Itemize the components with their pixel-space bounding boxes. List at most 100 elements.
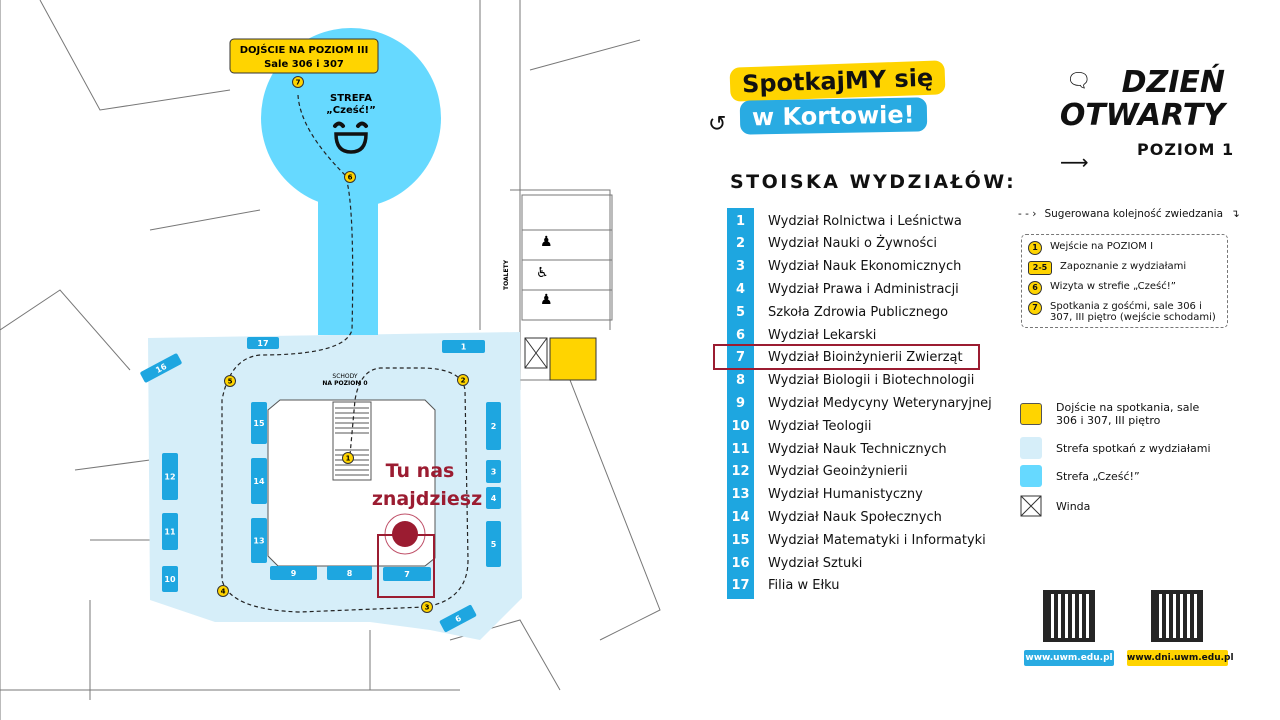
faculty-number: 3 [735, 259, 746, 275]
here-label2: znajdziesz [372, 488, 482, 510]
booth-number: 12 [164, 473, 175, 482]
slogan-badge-1: SpotkajMY się [729, 60, 946, 102]
booths: 17 1 16 15 14 13 12 11 10 9 8 7 2 3 4 5 6 [140, 337, 501, 632]
legend-item: Strefa spotkań z wydziałami [1020, 437, 1220, 459]
title-line2: OTWARTY [1059, 98, 1225, 133]
booth-13[interactable]: 13 [251, 518, 267, 563]
step-text: Zapoznanie z wydziałami [1060, 261, 1187, 272]
booth-number: 5 [491, 540, 497, 549]
faculty-name: Wydział Bioinżynierii Zwierząt [768, 350, 963, 366]
faculty-number: 9 [735, 395, 746, 411]
booth-9[interactable]: 9 [270, 566, 317, 580]
booth-number: 15 [253, 419, 265, 428]
qr-code-1[interactable] [1043, 590, 1095, 642]
booth-10[interactable]: 10 [162, 566, 178, 592]
faculty-name: Wydział Medycyny Weterynaryjnej [768, 395, 992, 411]
faculty-name: Wydział Lekarski [768, 327, 877, 343]
booth-2[interactable]: 2 [486, 402, 501, 450]
booth-5[interactable]: 5 [486, 521, 501, 567]
zone-label2: „Cześć!” [326, 104, 376, 116]
title-line1: DZIEŃ [1121, 65, 1225, 100]
curved-arrow-icon: ↺ [708, 112, 727, 137]
qr-code-2[interactable] [1151, 590, 1203, 642]
booth-number: 2 [491, 422, 497, 431]
step-text: Wizyta w strefie „Cześć!” [1050, 281, 1176, 292]
booth-number: 9 [291, 569, 297, 578]
route-label: Sugerowana kolejność zwiedzania [1044, 208, 1224, 220]
faculty-name: Wydział Teologii [768, 418, 872, 434]
person-icon: ♟ [540, 234, 553, 250]
url-link-2[interactable]: www.dni.uwm.edu.pl [1127, 650, 1234, 666]
faculty-list-item: 7 Wydział Bioinżynierii Zwierząt [727, 347, 963, 369]
faculty-name: Wydział Rolnictwa i Leśnictwa [768, 213, 962, 229]
yellow-stairs [549, 337, 597, 381]
booth-14[interactable]: 14 [251, 458, 267, 504]
faculty-number: 7 [735, 350, 746, 366]
booth-shape [327, 566, 372, 580]
route-marker [217, 585, 229, 597]
booth-7[interactable]: 7 [383, 567, 431, 581]
list-heading: STOISKA WYDZIAŁÓW: [730, 171, 1017, 193]
booth-8[interactable]: 8 [327, 566, 372, 580]
legend-text: Dojście na spotkania, sale 306 i 307, II… [1056, 401, 1200, 427]
route-marker-number: 7 [296, 79, 301, 87]
step-marker: 7 [1028, 301, 1042, 315]
faculty-name: Wydział Nauk Ekonomicznych [768, 259, 962, 275]
stairs [332, 401, 372, 481]
legend-swatch [1020, 437, 1042, 459]
faculty-number: 12 [731, 464, 750, 480]
faculty-number: 17 [731, 578, 750, 594]
legend-swatch [1020, 465, 1042, 487]
booth-12[interactable]: 12 [162, 453, 178, 500]
slogan-badge-2: w Kortowie! [739, 97, 927, 135]
route-marker [421, 601, 433, 613]
faculty-list-item: 17 Filia w Ełku [727, 575, 840, 597]
booth-shape [247, 337, 279, 349]
booth-4[interactable]: 4 [486, 487, 501, 509]
route-marker [457, 374, 469, 386]
faculty-number: 4 [735, 281, 746, 297]
booth-number: 3 [491, 468, 497, 477]
legend-text: Strefa spotkań z wydziałami [1056, 441, 1211, 455]
booth-6[interactable]: 6 [439, 604, 477, 632]
booth-number: 11 [164, 528, 176, 537]
booth-shape [251, 458, 267, 504]
booth-15[interactable]: 15 [251, 402, 267, 444]
route-marker-number: 5 [228, 378, 233, 386]
faculty-name: Wydział Sztuki [768, 555, 863, 571]
route-marker-number: 4 [221, 588, 226, 596]
booth-shape [162, 453, 178, 500]
booth-shape [442, 340, 485, 353]
booth-16[interactable]: 16 [140, 353, 183, 383]
booth-shape [251, 518, 267, 563]
legend-item: Winda [1020, 495, 1220, 517]
booth-shape [383, 567, 431, 581]
step-marker: 2-5 [1028, 261, 1052, 275]
faculty-name: Filia w Ełku [768, 578, 840, 594]
faculty-name: Wydział Nauki o Żywności [768, 236, 938, 252]
booth-3[interactable]: 3 [486, 460, 501, 483]
booth-17[interactable]: 17 [247, 337, 279, 349]
zone-label1: STREFA [330, 93, 372, 104]
booth-number: 8 [347, 569, 353, 578]
booth-shape [486, 460, 501, 483]
booth-11[interactable]: 11 [162, 513, 178, 550]
booth-number: 14 [253, 477, 265, 486]
url-link-1[interactable]: www.uwm.edu.pl [1024, 650, 1114, 666]
hello-zone-stem [318, 195, 378, 335]
booth-1[interactable]: 1 [442, 340, 485, 353]
route-legend-box [1021, 234, 1228, 328]
smiley-icon [333, 121, 368, 154]
legend-text: Winda [1056, 499, 1091, 513]
booth-number: 10 [164, 575, 176, 584]
